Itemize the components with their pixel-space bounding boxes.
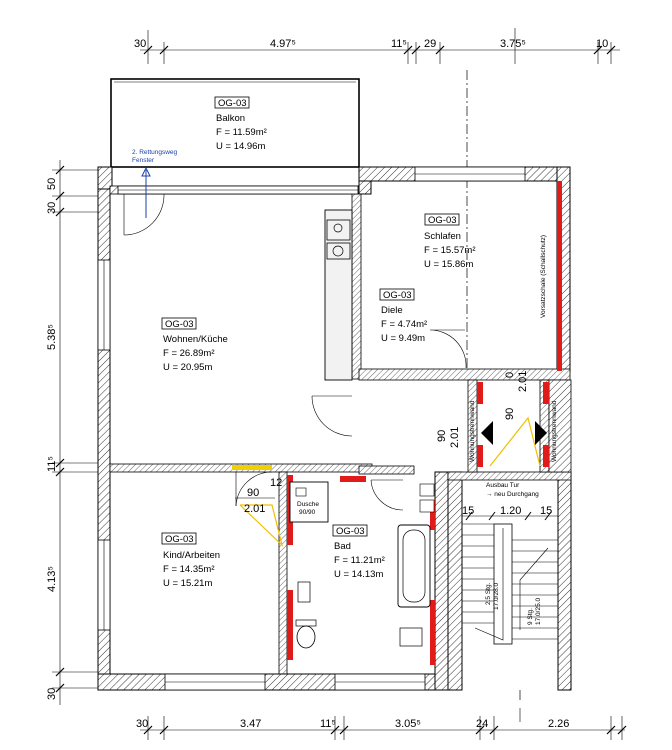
schlafen-perimeter: U = 15.86m bbox=[424, 259, 473, 270]
wohnungstrennwand-left: Wohnungstrennwand bbox=[469, 400, 476, 462]
dim-top-6: 10 bbox=[596, 38, 608, 50]
dim-top-3: 11⁵ bbox=[391, 38, 407, 50]
dim-top-5: 3.75⁵ bbox=[500, 38, 526, 50]
kind-perimeter: U = 15.21m bbox=[163, 578, 212, 589]
windows bbox=[97, 166, 526, 691]
diele-perimeter: U = 9.49m bbox=[381, 333, 425, 344]
bad-name: Bad bbox=[334, 541, 351, 552]
door-right-height: 2.01 bbox=[517, 371, 529, 392]
room-schlafen: OG-03 Schlafen F = 15.57m² U = 15.86m bbox=[424, 213, 475, 270]
kind-code: OG-03 bbox=[165, 534, 194, 545]
ausbau-line-2: → neu Durchgang bbox=[486, 491, 539, 498]
door-small-2: 0 bbox=[504, 372, 516, 378]
ausbau-line-1: Ausbau Tur bbox=[486, 482, 520, 489]
diele-area: F = 4.74m² bbox=[381, 319, 427, 330]
balcony bbox=[110, 78, 360, 168]
diele-name: Diele bbox=[381, 305, 403, 316]
dim-bottom-6: 2.26 bbox=[548, 718, 569, 730]
dim-bottom-2: 3.47 bbox=[240, 718, 261, 730]
dim-left-3: 5.38⁵ bbox=[46, 324, 58, 350]
schlafen-code: OG-03 bbox=[428, 215, 457, 226]
dim-left-5: 4.13⁵ bbox=[46, 566, 58, 592]
top-dimension-line: 30 4.97⁵ 11⁵ 29 3.75⁵ 10 bbox=[134, 28, 620, 64]
wohnen-code: OG-03 bbox=[165, 319, 194, 330]
dim-left-4: 11⁵ bbox=[46, 456, 58, 472]
door-small: 12 bbox=[270, 477, 282, 489]
rettungsweg-line2: Fenster bbox=[132, 157, 155, 164]
balkon-code: OG-03 bbox=[218, 98, 247, 109]
dim-bottom-4: 3.05⁵ bbox=[395, 718, 421, 730]
kitchen-counter bbox=[324, 209, 353, 381]
stairs: 15 1.20 15 2.5 Stg. 17.0/28.0 9 Stg. 17.… bbox=[462, 505, 558, 645]
doors bbox=[123, 193, 547, 547]
door-right-width: 90 bbox=[504, 408, 516, 420]
rettungsweg-note: 2. Rettungsweg Fenster bbox=[132, 149, 178, 218]
dim-bottom-5: 24 bbox=[476, 718, 488, 730]
door-kind-height: 2.01 bbox=[244, 503, 265, 515]
room-diele: OG-03 Diele F = 4.74m² U = 9.49m bbox=[379, 288, 427, 344]
stair-right-size: 17.0/25.0 bbox=[535, 598, 542, 625]
room-bad: OG-03 Bad F = 11.21m² U = 14.13m bbox=[332, 524, 385, 580]
dim-bottom-1: 30 bbox=[136, 718, 148, 730]
rettungsweg-line1: 2. Rettungsweg bbox=[132, 149, 178, 156]
schlafen-area: F = 15.57m² bbox=[424, 245, 475, 256]
dim-left-6: 30 bbox=[46, 688, 58, 700]
stair-dim-1: 15 bbox=[462, 505, 474, 517]
stair-dim-3: 15 bbox=[540, 505, 552, 517]
room-kind: OG-03 Kind/Arbeiten F = 14.35m² U = 15.2… bbox=[161, 532, 220, 589]
left-dimension-line: 50 30 5.38⁵ 11⁵ 4.13⁵ 30 bbox=[46, 160, 100, 705]
bad-code: OG-03 bbox=[336, 526, 365, 537]
diele-code: OG-03 bbox=[383, 290, 412, 301]
bad-perimeter: U = 14.13m bbox=[334, 569, 383, 580]
wohnungstrennwand-right: Wohnungstrennwand bbox=[551, 400, 558, 462]
door-diele-height: 2.01 bbox=[449, 427, 461, 448]
stair-left-count: 2.5 Stg. bbox=[485, 582, 492, 605]
door-diele-width: 90 bbox=[436, 430, 448, 442]
yellow-marker bbox=[232, 465, 272, 470]
room-wohnen: OG-03 Wohnen/Küche F = 26.89m² U = 20.95… bbox=[161, 317, 228, 373]
balkon-perimeter: U = 14.96m bbox=[216, 141, 265, 152]
vorsatzschale-label: Vorsatzschale (Schallschutz) bbox=[540, 235, 547, 318]
wohnen-name: Wohnen/Küche bbox=[163, 334, 228, 345]
dim-bottom-3: 11⁵ bbox=[320, 718, 336, 730]
wohnen-area: F = 26.89m² bbox=[163, 348, 214, 359]
bathroom-fixtures bbox=[289, 481, 435, 649]
wohnen-perimeter: U = 20.95m bbox=[163, 362, 212, 373]
dusche-label-1: Dusche bbox=[297, 501, 319, 508]
stair-right-count: 9 Stg. bbox=[527, 608, 534, 625]
bad-area: F = 11.21m² bbox=[334, 555, 385, 566]
schlafen-name: Schlafen bbox=[424, 231, 461, 242]
dim-left-2: 30 bbox=[46, 202, 58, 214]
balkon-name: Balkon bbox=[216, 113, 245, 124]
stair-dim-2: 1.20 bbox=[500, 505, 521, 517]
dim-left-1: 50 bbox=[46, 178, 58, 190]
stair-left-size: 17.0/28.0 bbox=[493, 583, 500, 610]
kind-name: Kind/Arbeiten bbox=[163, 550, 220, 561]
dim-top-1: 30 bbox=[134, 38, 146, 50]
annotations: Dusche 90/90 Vorsatzschale (Schallschutz… bbox=[244, 235, 558, 516]
dusche-label-2: 90/90 bbox=[299, 509, 316, 516]
door-kind-width: 90 bbox=[247, 487, 259, 499]
dim-top-2: 4.97⁵ bbox=[270, 38, 296, 50]
balkon-area: F = 11.59m² bbox=[216, 127, 267, 138]
bottom-dimension-line: 30 3.47 11⁵ 3.05⁵ 24 2.26 bbox=[136, 708, 627, 740]
kind-area: F = 14.35m² bbox=[163, 564, 214, 575]
dim-top-4: 29 bbox=[424, 38, 436, 50]
room-balkon: OG-03 Balkon F = 11.59m² U = 14.96m bbox=[214, 96, 267, 152]
